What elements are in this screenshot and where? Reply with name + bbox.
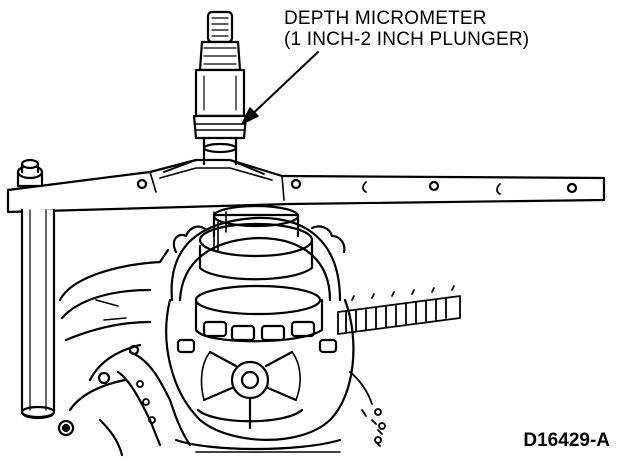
gauge-bar-leg xyxy=(20,208,56,420)
callout-line-1: DEPTH MICROMETER xyxy=(284,8,487,29)
transmission-case xyxy=(57,248,192,457)
ring-gear-teeth xyxy=(136,285,461,447)
callout-label: DEPTH MICROMETER (1 INCH-2 INCH PLUNGER) xyxy=(284,8,529,50)
pump-hub-assembly xyxy=(165,204,355,453)
callout-line-2: (1 INCH-2 INCH PLUNGER) xyxy=(284,29,530,50)
callout-leader-arrow xyxy=(241,51,319,125)
depth-micrometer xyxy=(192,10,248,233)
gauge-bar xyxy=(6,158,606,214)
figure-id: D16429-A xyxy=(523,430,610,451)
